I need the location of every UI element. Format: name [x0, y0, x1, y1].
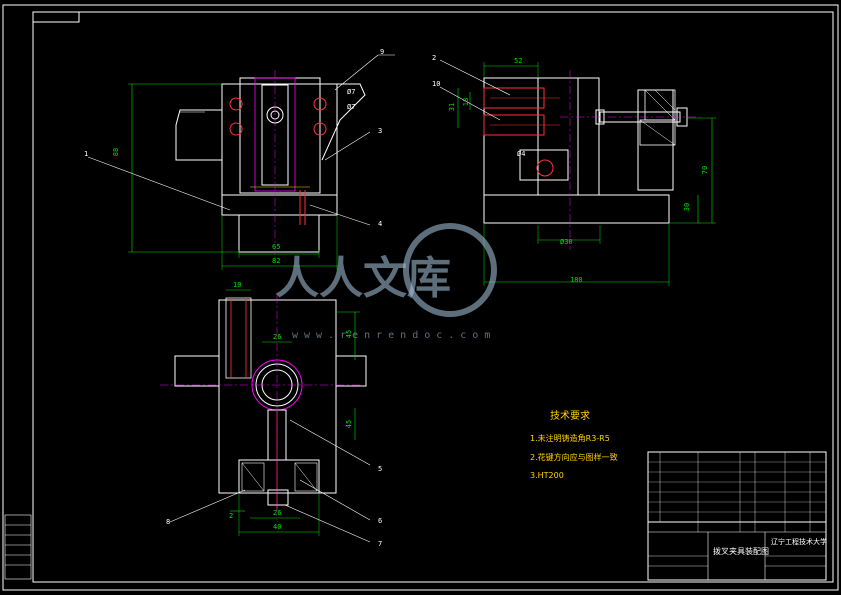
- dim-side-left-a: 31: [448, 102, 457, 112]
- balloon-4: 4: [378, 220, 383, 228]
- drawing-name: 拨叉夹具装配图: [713, 547, 769, 556]
- dim-side-top-width: 52: [514, 57, 523, 65]
- balloon-1: 1: [84, 150, 89, 158]
- dim-front-height: 88: [112, 147, 121, 157]
- dim-plan-right-b: 45: [345, 419, 354, 429]
- watermark-url: www.renrendoc.com: [292, 330, 497, 341]
- side-view: [439, 59, 716, 286]
- dim-plan-bottom-inner: 26: [273, 509, 282, 517]
- dim-side-mid: Ø4: [517, 150, 526, 158]
- binding-column: [4, 514, 32, 580]
- balloon-7: 7: [378, 540, 383, 548]
- tech-requirement-2: 2.花键方向应与图样一致: [530, 453, 618, 462]
- school-name: 辽宁工程技术大学: [771, 538, 827, 546]
- tech-requirement-1: 1.未注明铸造角R3-R5: [530, 434, 610, 443]
- dim-side-bottom-total: 180: [570, 276, 583, 284]
- tech-requirements-title: 技术要求: [550, 411, 590, 422]
- dim-plan-bottom-outer: 40: [273, 523, 282, 531]
- drawing-number-box: [32, 11, 80, 23]
- dim-plan-top: 10: [233, 281, 242, 289]
- dim-plan-left-small: 2: [229, 512, 234, 520]
- inner-border: [32, 11, 834, 583]
- front-view: [87, 54, 395, 270]
- dim-front-side-top: Ø7: [347, 88, 356, 96]
- balloon-6: 6: [378, 517, 383, 525]
- dim-front-bottom-outer: 82: [272, 257, 281, 265]
- balloon-8: 8: [166, 518, 171, 526]
- balloon-9: 9: [380, 48, 385, 56]
- balloon-5: 5: [378, 465, 383, 473]
- outer-border: [2, 4, 839, 591]
- balloon-2: 2: [432, 54, 437, 62]
- balloon-10: 10: [432, 80, 441, 88]
- dim-side-right-height: 70: [701, 165, 710, 175]
- balloon-3: 3: [378, 127, 383, 135]
- dim-plan-mid: 26: [273, 333, 282, 341]
- dim-front-side-bottom: Ø7: [347, 103, 356, 111]
- title-block: [647, 451, 827, 581]
- dim-side-bottom-inner: Ø30: [560, 238, 573, 246]
- dim-side-right-base: 30: [683, 202, 692, 212]
- tech-requirement-3: 3.HT200: [530, 471, 564, 480]
- plan-view: [160, 289, 371, 543]
- dim-side-left-b: 18: [462, 97, 471, 107]
- dim-front-bottom-inner: 65: [272, 243, 281, 251]
